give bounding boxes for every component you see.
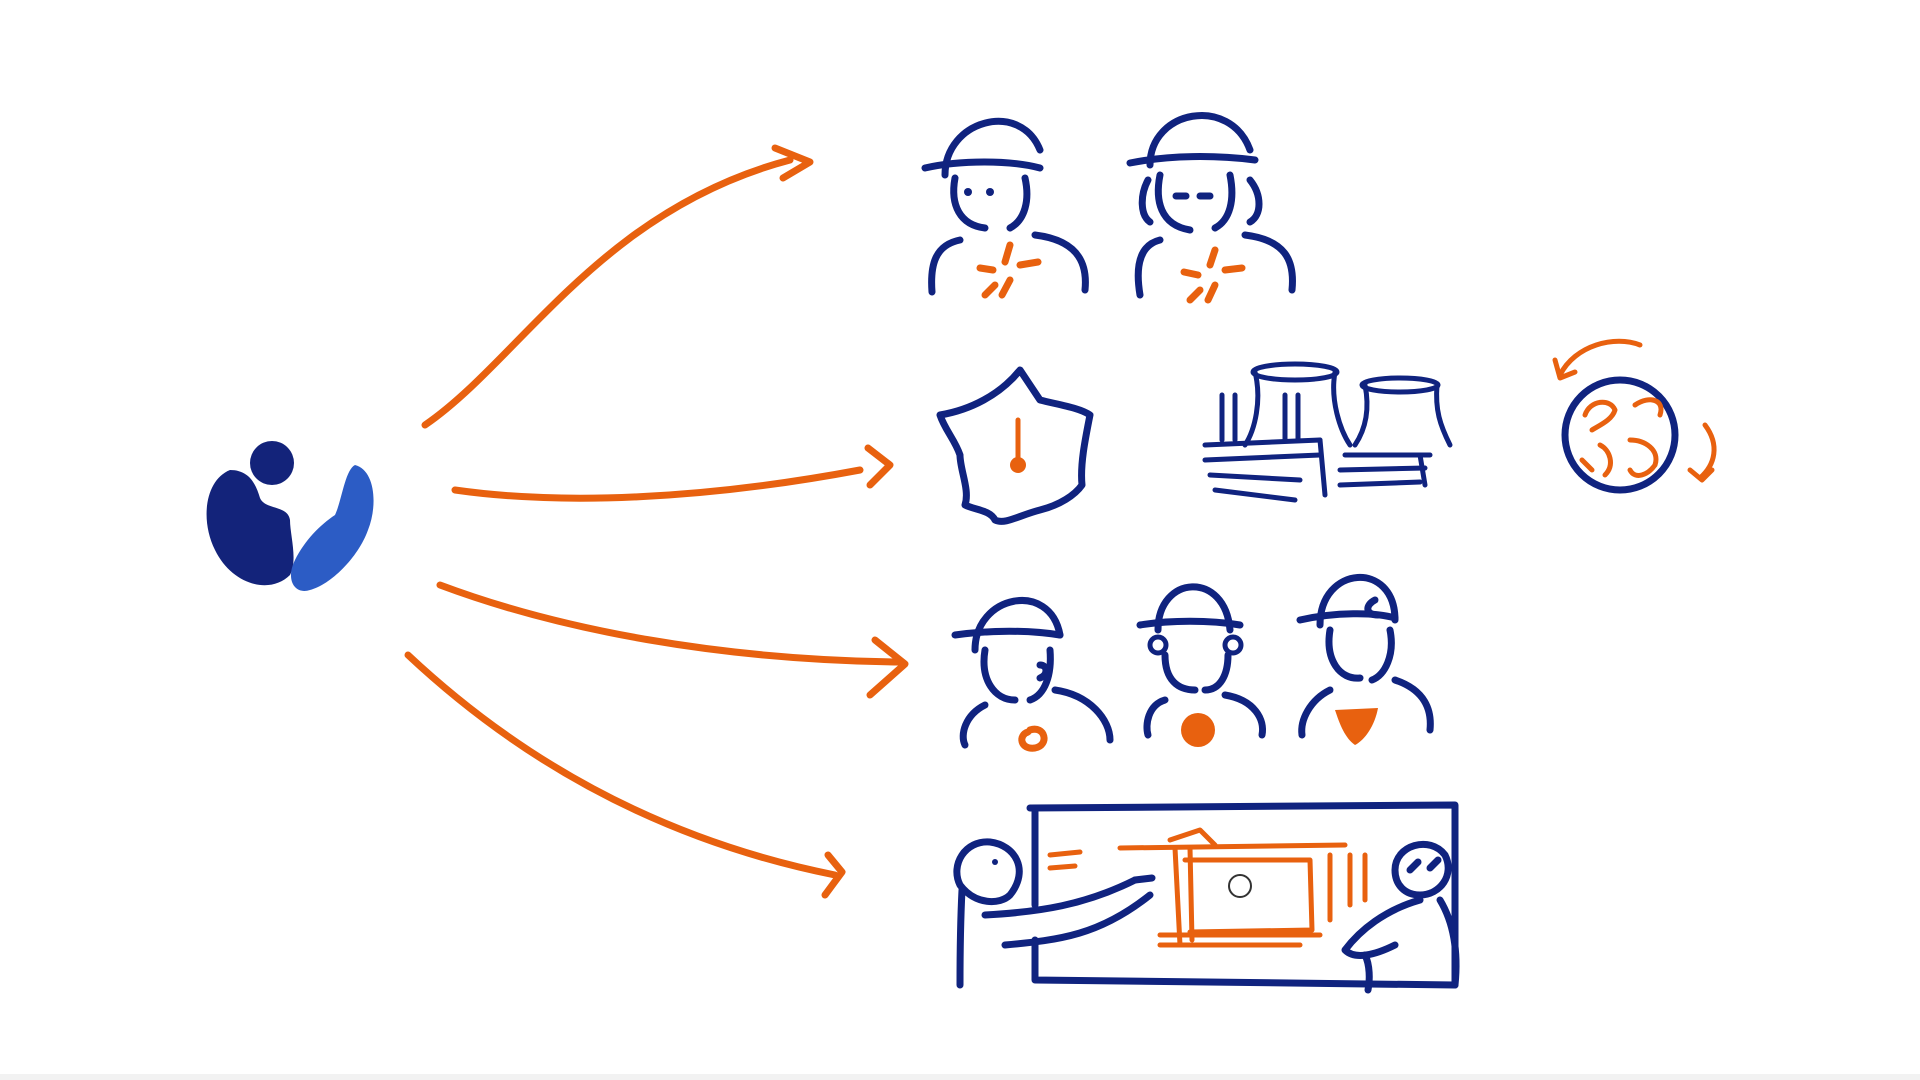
arrow-to-training-row xyxy=(404,651,846,899)
worker-with-helmet-5 xyxy=(1296,574,1434,745)
arrow-to-workers-row xyxy=(421,144,814,429)
worker-with-helmet-1 xyxy=(921,118,1089,299)
worker-with-helmet-2 xyxy=(1126,112,1296,304)
power-plant-cooling-towers-icon xyxy=(1202,361,1453,503)
training-whiteboard-scene xyxy=(953,801,1460,994)
arrow-to-energy-row xyxy=(451,444,894,502)
worker-with-helmet-3 xyxy=(951,597,1114,752)
cursor-circle-icon xyxy=(1228,874,1252,898)
worker-with-helmet-4 xyxy=(1136,583,1266,747)
bottom-border xyxy=(0,1074,1920,1080)
hands-people-logo-icon xyxy=(206,441,374,591)
france-map-thermometer-icon xyxy=(936,366,1094,525)
arrow-to-team-row xyxy=(436,581,909,699)
globe-rotation-icon xyxy=(1552,338,1717,494)
